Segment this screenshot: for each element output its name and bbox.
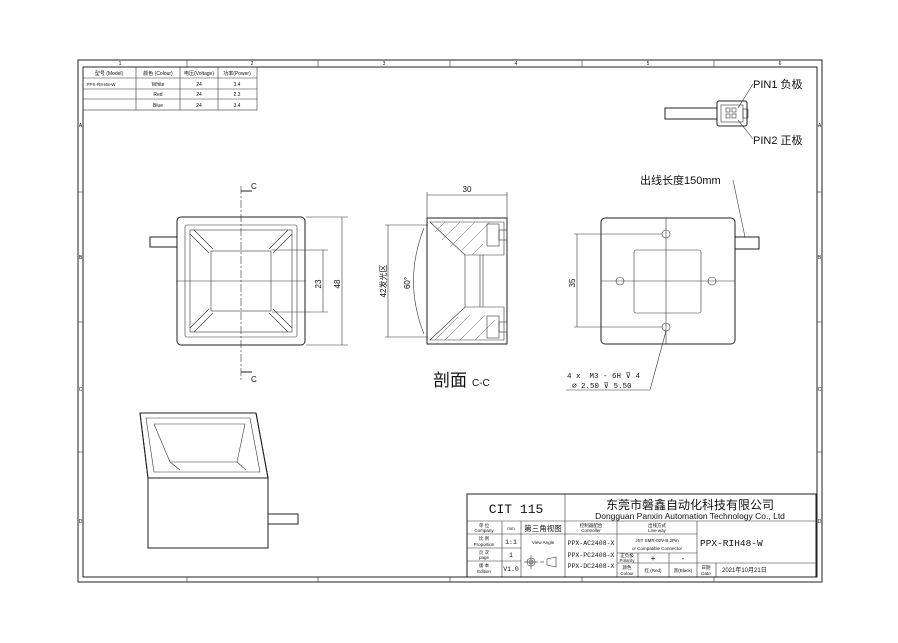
spec-cell: 24 — [196, 92, 202, 98]
frame-col-2: 2 — [251, 61, 254, 67]
frame-row-c: C — [79, 387, 83, 393]
section-mark-top: C — [251, 182, 257, 191]
date-label-en: Date — [701, 571, 711, 576]
colour-label-cn: 颜色 — [623, 564, 632, 571]
date-value: 2021年10月21日 — [722, 566, 767, 574]
edition-label: 版 本 — [479, 562, 490, 569]
pin1-label: PIN1 负极 — [753, 77, 803, 91]
third-angle-projection-icon — [524, 555, 557, 569]
company-name-en: Dongguan Panxin Automation Technology Co… — [595, 511, 785, 521]
dim-holes: 35 — [568, 278, 577, 287]
dim-inner: 23 — [314, 279, 323, 288]
spec-cell: White — [152, 82, 165, 88]
isometric-view — [139, 412, 299, 549]
frame-col-5: 5 — [647, 61, 650, 67]
cable-length-label: 出线长度150mm — [640, 173, 721, 187]
frame-row-a: A — [79, 123, 83, 129]
section-mark-bottom: C — [251, 375, 257, 384]
edition-value: V1.0 — [503, 566, 519, 573]
page-label-en: page — [479, 555, 490, 560]
controller-item: PPX-PC2408-X — [568, 552, 615, 559]
page-value: 1 — [509, 552, 513, 559]
colour-red: 红 (Red) — [644, 567, 662, 573]
frame-row-b-right: B — [818, 255, 822, 261]
spec-header-model: 型号 (Model) — [95, 70, 124, 77]
spec-cell: 3.4 — [234, 82, 241, 88]
view-angle-en: View Angle — [532, 540, 555, 545]
spec-table: 型号 (Model) 颜色 (Colour) 电压(Voltage) 功率(Po… — [82, 66, 258, 111]
view-angle-cn: 第三角视图 — [524, 523, 562, 533]
frame-row-d-right: D — [818, 519, 822, 525]
proportion-label-en: Proportion — [474, 542, 495, 547]
title-block: CIT 115 东莞市磐鑫自动化科技有限公司 Dongguan Panxin A… — [466, 493, 817, 578]
spec-cell: 2.3 — [234, 92, 241, 98]
controller-header-cn: 控制器配合 — [580, 522, 603, 529]
company-name-cn: 东莞市磐鑫自动化科技有限公司 — [606, 497, 774, 512]
front-view: C C 23 48 — [149, 182, 348, 384]
drawing-frame: 1 2 3 4 5 6 A B C D A B C D — [77, 59, 823, 583]
spec-header-voltage: 电压(Voltage) — [184, 70, 214, 77]
unit-label: 单 位 — [479, 522, 490, 529]
spec-cell: Red — [153, 92, 162, 98]
page-label: 页 次 — [479, 549, 490, 556]
frame-row-a-right: A — [818, 123, 822, 129]
controller-item: PPX-AC2408-X — [568, 540, 615, 547]
section-label: 剖面 — [433, 371, 467, 390]
date-label-cn: 日期 — [702, 565, 711, 571]
frame-col-6: 6 — [779, 61, 782, 67]
frame-col-1: 1 — [119, 61, 122, 67]
frame-row-b: B — [79, 255, 83, 261]
angle-label: 60° — [403, 277, 412, 289]
spec-header-power: 功率(Power) — [223, 70, 251, 77]
dim-outer: 48 — [333, 279, 342, 288]
hole-spec-2: ⌀ 2.50 ⊽ 5.50 — [572, 382, 632, 391]
connector-detail: PIN1 负极 PIN2 正极 — [664, 77, 803, 147]
polarity-label-cn: 正负极 — [620, 552, 634, 559]
frame-col-3: 3 — [383, 61, 386, 67]
section-view: 30 42发光区 60° 剖面 C-C — [378, 185, 508, 390]
spec-cell: Blue — [153, 103, 163, 109]
section-label-suffix: C-C — [472, 378, 490, 389]
edition-label-en: Edition — [477, 569, 491, 574]
frame-col-4: 4 — [515, 61, 518, 67]
back-view: 35 出线长度150mm 4 x M3 - 6H ⊽ 4 ⌀ 2.50 ⊽ 5.… — [566, 173, 760, 391]
unit-value: mm — [507, 526, 515, 531]
lineway-header-en: Line way — [648, 528, 667, 533]
spec-header-colour: 颜色 (Colour) — [143, 70, 173, 77]
spec-cell: 24 — [196, 103, 202, 109]
unit-label-en: Company — [474, 528, 494, 533]
colour-black: 黑(Black) — [674, 568, 693, 574]
proportion-label: 比 例 — [479, 535, 490, 542]
model-number: PPX-RIH48-W — [700, 538, 763, 549]
polarity-label-en: Polarity — [619, 558, 635, 563]
controller-header-en: Controller — [581, 528, 601, 533]
controller-item: PPX-DC2408-X — [568, 563, 615, 570]
colour-label-en: Colour — [620, 571, 634, 576]
spec-cell: PPX-RIH48-W — [86, 82, 116, 87]
frame-row-d: D — [79, 519, 83, 525]
drawing-number: CIT 115 — [489, 502, 544, 517]
lineway-1: JST SMR-02V-B,2Pin — [635, 538, 679, 543]
lineway-2: or Compatible Connector — [632, 546, 683, 551]
dim-depth: 30 — [463, 185, 472, 194]
proportion-value: 1:1 — [505, 539, 517, 546]
dim-window: 42发光区 — [378, 265, 388, 298]
frame-row-c-right: C — [818, 387, 822, 393]
lineway-header-cn: 出线方式 — [648, 522, 666, 529]
spec-cell: 24 — [196, 82, 202, 88]
spec-cell: 3.4 — [234, 103, 241, 109]
polarity-plus: + — [651, 554, 656, 563]
pin2-label: PIN2 正极 — [753, 133, 803, 147]
polarity-minus: - — [682, 554, 685, 563]
hole-spec-1: 4 x M3 - 6H ⊽ 4 — [567, 372, 640, 381]
